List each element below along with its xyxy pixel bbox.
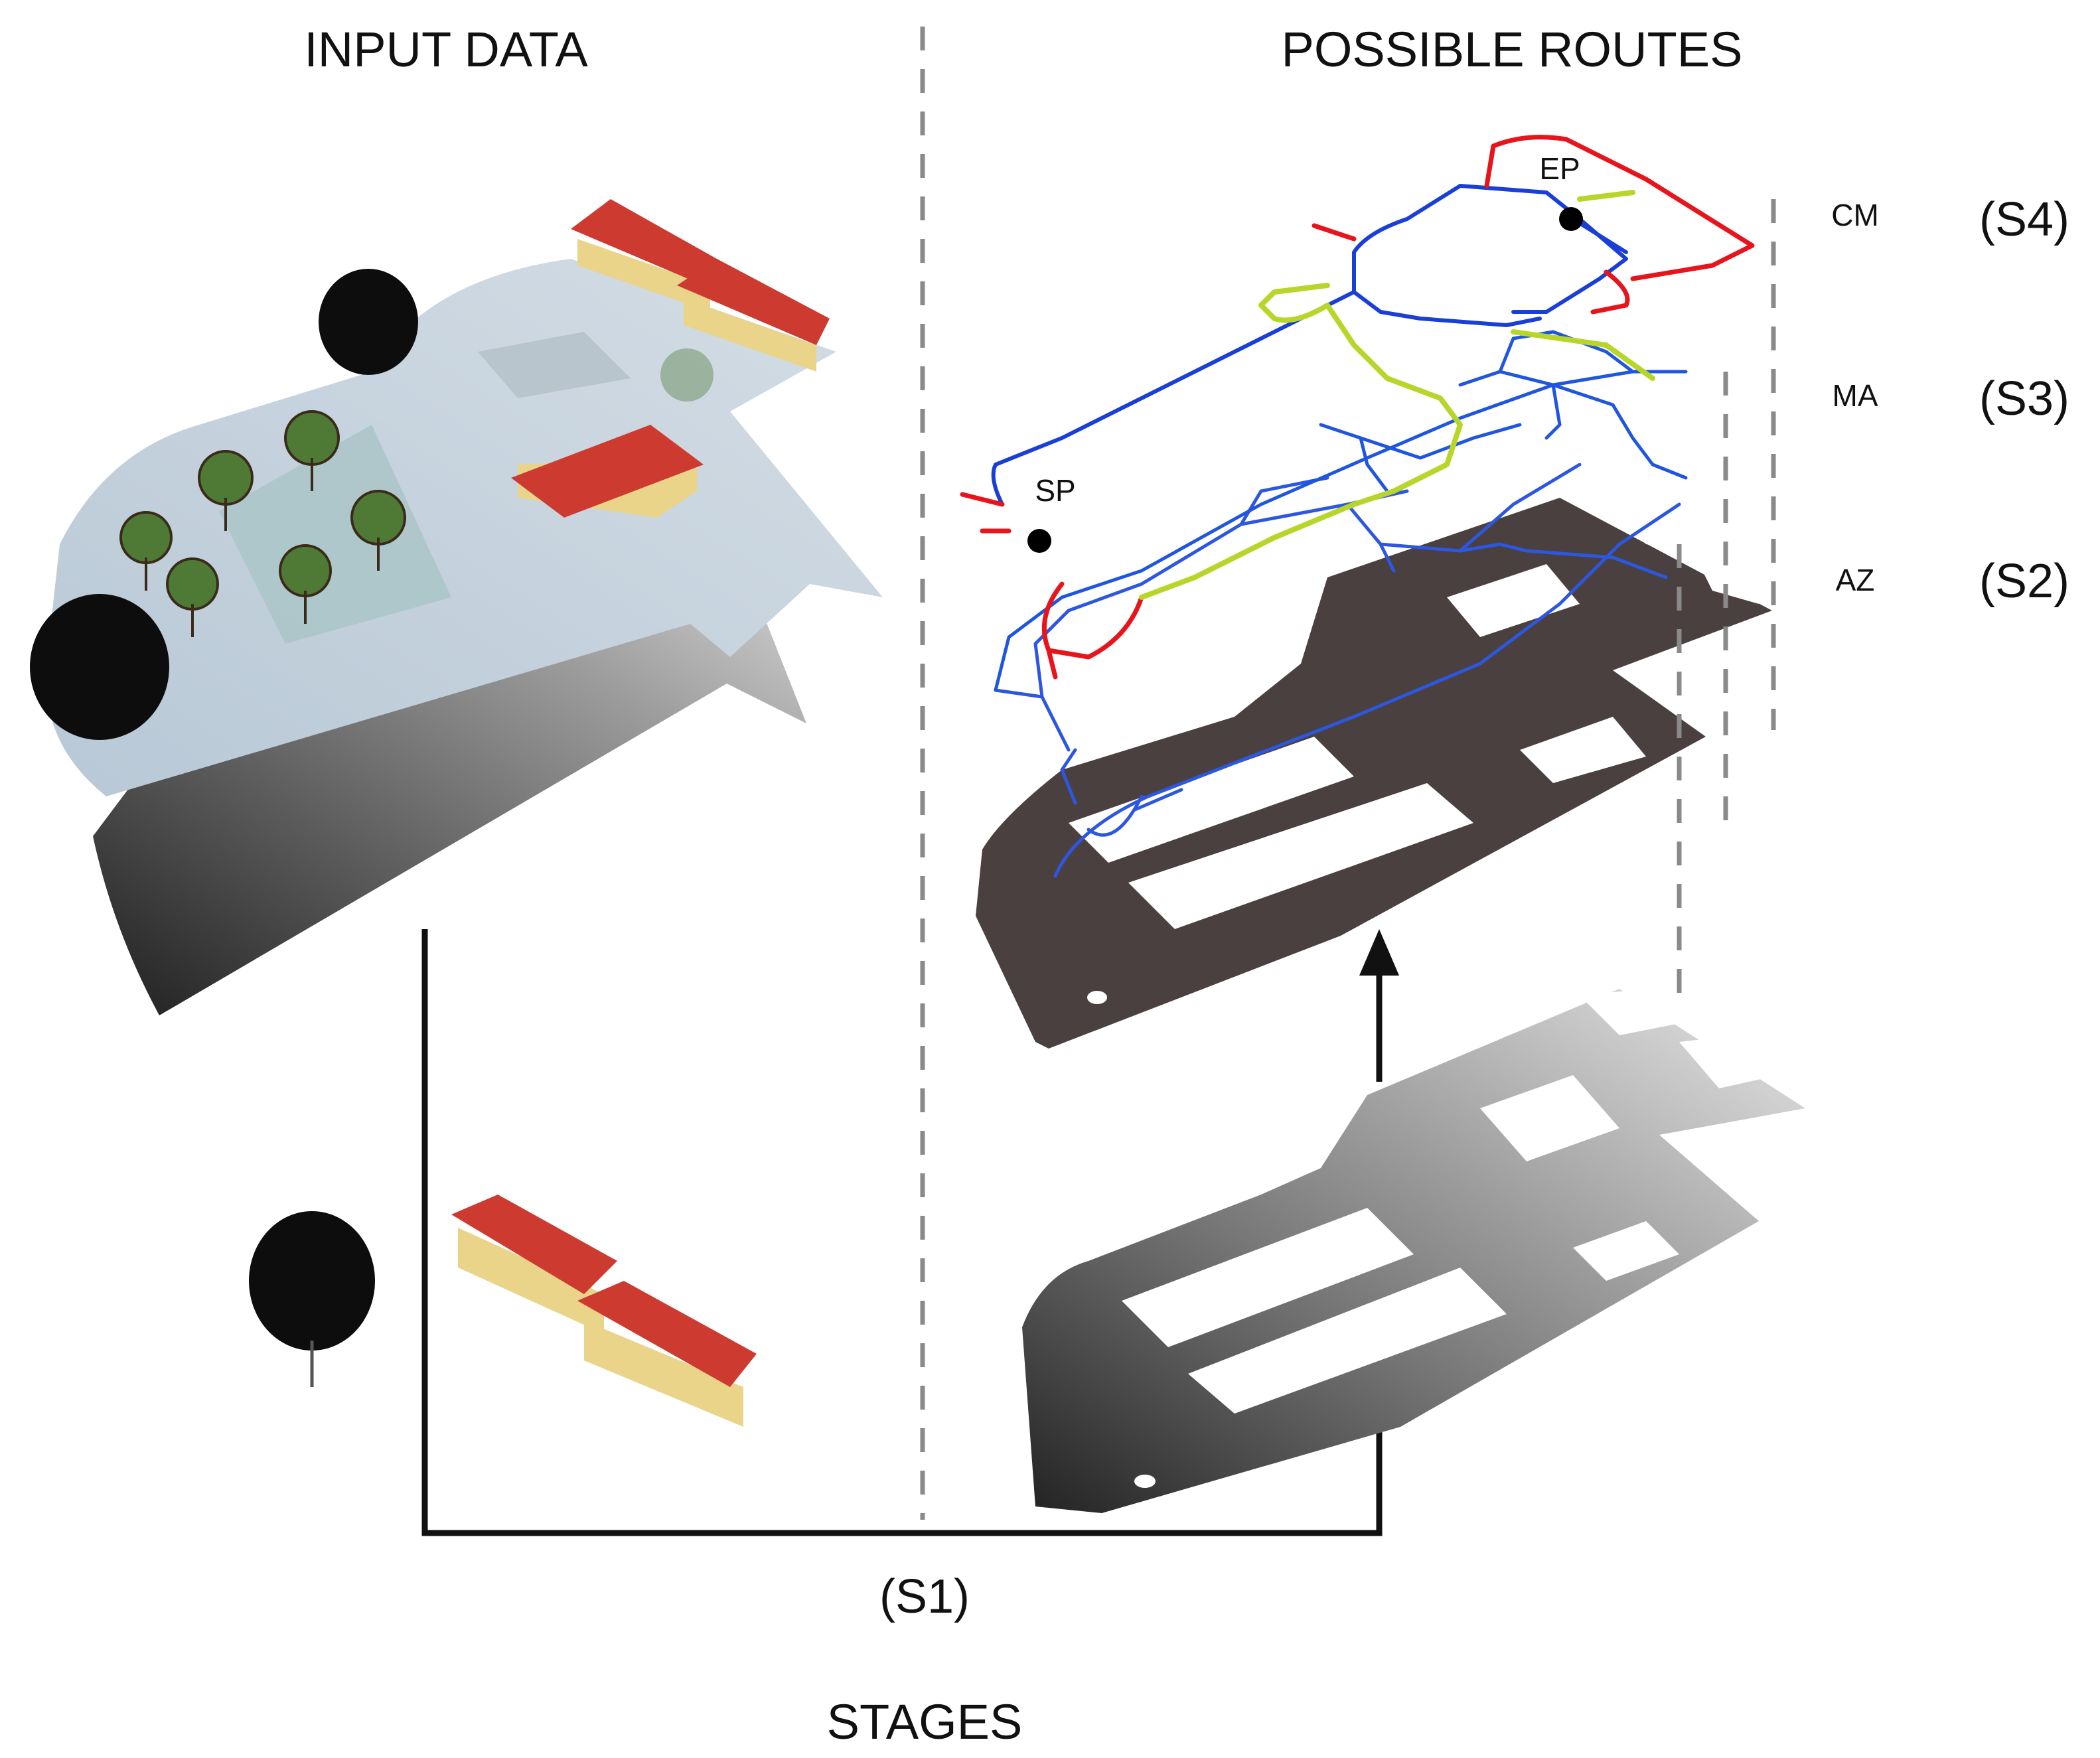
trees-group	[119, 410, 406, 637]
layer-cm-label: CM	[1831, 198, 1879, 232]
building-object-1	[451, 1195, 617, 1334]
building-center	[511, 425, 704, 518]
az-layer	[976, 498, 1772, 1049]
start-point-marker	[1027, 529, 1051, 553]
route-network	[960, 135, 1755, 878]
end-point-marker	[1559, 207, 1583, 231]
grass-patch	[219, 425, 451, 644]
stage-s4-label: (S4)	[1979, 193, 2069, 246]
dark-tree-top-icon	[319, 269, 418, 375]
building-object-2	[577, 1281, 757, 1427]
route-red-segments	[960, 135, 1755, 680]
stage-s1-label: (S1)	[879, 1570, 970, 1623]
flow-connector	[421, 929, 1383, 1536]
end-point-label: EP	[1539, 151, 1580, 186]
stages-heading: STAGES	[827, 1694, 1023, 1749]
building-top-1	[571, 199, 717, 312]
stage-s2-label: (S2)	[1979, 555, 2069, 608]
tree-object-icon	[249, 1211, 375, 1351]
input-data-stack	[30, 199, 883, 1015]
route-s3-network	[994, 330, 1688, 692]
upward-arrow-head	[1359, 929, 1399, 976]
layer-az-label: AZ	[1836, 563, 1875, 597]
tree-canopy-small	[660, 348, 713, 402]
route-lime-segments	[1139, 190, 1655, 600]
processed-terrain-layer	[1022, 989, 1805, 1513]
route-s2-network	[994, 463, 1681, 878]
paved-patch	[478, 332, 631, 398]
input-data-heading: INPUT DATA	[304, 22, 588, 77]
route-s4-network	[991, 184, 1628, 506]
terrain-layer	[93, 531, 806, 1015]
start-point-label: SP	[1035, 473, 1075, 508]
possible-routes-heading: POSSIBLE ROUTES	[1282, 22, 1743, 77]
stage-s3-label: (S3)	[1979, 372, 2069, 425]
layer-ma-label: MA	[1833, 378, 1878, 413]
dark-tree-left-icon	[30, 594, 169, 740]
building-top-2	[677, 259, 830, 372]
